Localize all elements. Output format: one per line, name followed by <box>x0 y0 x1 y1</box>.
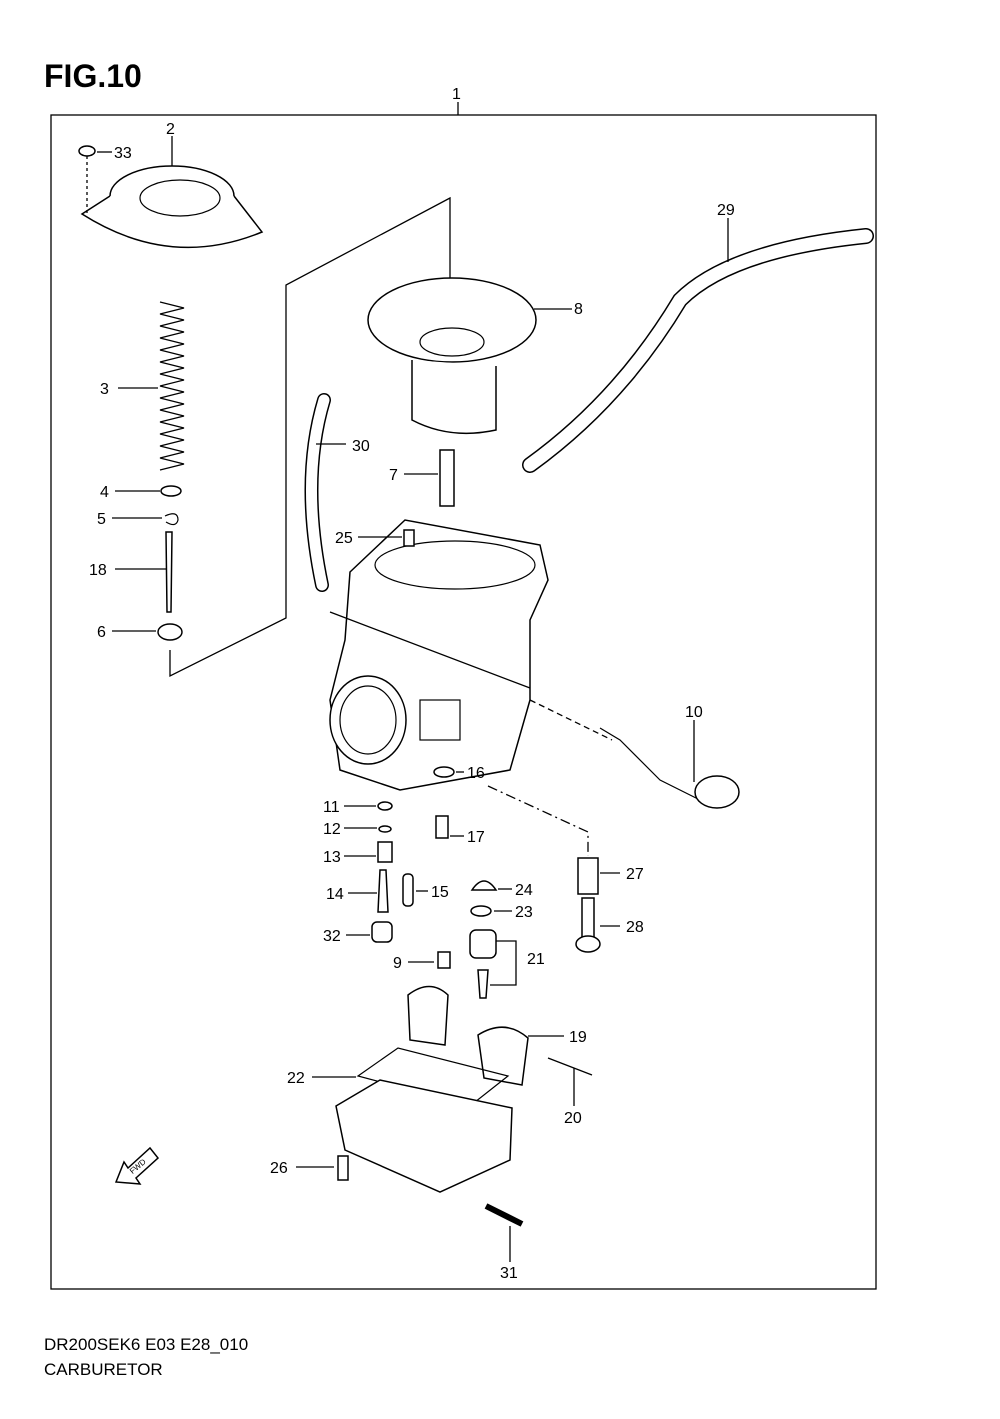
part-screw-25 <box>403 529 415 547</box>
callout-21: 21 <box>527 951 545 968</box>
model-code: DR200SEK6 E03 E28_010 <box>44 1335 249 1354</box>
part-diaphragm-8 <box>367 277 537 435</box>
callout-20: 20 <box>564 1110 582 1127</box>
assembly-frame <box>50 114 877 1290</box>
part-jet-15 <box>402 873 414 907</box>
callout-33: 33 <box>114 145 132 162</box>
part-screw-26 <box>337 1155 349 1181</box>
callout-5: 5 <box>97 511 106 528</box>
callout-7: 7 <box>389 467 398 484</box>
callout-27: 27 <box>626 866 644 883</box>
callout-2: 2 <box>166 121 175 138</box>
callout-15: 15 <box>431 884 449 901</box>
callout-17: 17 <box>467 829 485 846</box>
callout-14: 14 <box>326 886 344 903</box>
part-spring-3 <box>159 301 185 471</box>
part-washer-11 <box>377 801 393 811</box>
part-screw-7 <box>439 449 455 507</box>
callout-12: 12 <box>323 821 341 838</box>
part-float-bowl <box>335 1079 513 1193</box>
part-needle-18 <box>165 531 173 613</box>
callout-30: 30 <box>352 438 370 455</box>
callout-23: 23 <box>515 904 533 921</box>
figure-title: FIG.10 <box>44 58 142 94</box>
callout-22: 22 <box>287 1070 305 1087</box>
callout-6: 6 <box>97 624 106 641</box>
callout-18: 18 <box>89 562 107 579</box>
callout-28: 28 <box>626 919 644 936</box>
callout-16: 16 <box>467 765 485 782</box>
callout-19: 19 <box>569 1029 587 1046</box>
callout-3: 3 <box>100 381 109 398</box>
callout-13: 13 <box>323 849 341 866</box>
callout-8: 8 <box>574 301 583 318</box>
callout-9: 9 <box>393 955 402 972</box>
part-screw-9 <box>437 951 451 969</box>
section-name: CARBURETOR <box>44 1360 163 1379</box>
part-ring-23 <box>470 905 492 917</box>
part-holder-6 <box>157 623 183 641</box>
part-washer-16 <box>433 766 455 778</box>
part-screw-28 <box>575 897 601 953</box>
part-spring-27 <box>577 857 599 895</box>
callout-4: 4 <box>100 484 109 501</box>
callout-labels: 1 2 33 3 4 5 18 6 8 29 30 7 25 10 11 12 … <box>89 86 735 1282</box>
callout-11: 11 <box>323 799 340 816</box>
part-valve-21 <box>469 929 497 999</box>
callout-24: 24 <box>515 882 533 899</box>
part-washer-12 <box>378 825 392 833</box>
callout-31: 31 <box>500 1265 518 1282</box>
fwd-arrow-icon: FWD <box>114 1146 160 1185</box>
part-washer-4 <box>160 485 182 497</box>
part-pin-20 <box>547 1057 593 1076</box>
callout-26: 26 <box>270 1160 288 1177</box>
callout-10: 10 <box>685 704 703 721</box>
part-float-19 <box>407 985 529 1086</box>
part-clip-5 <box>164 513 179 526</box>
assembly-bracket <box>169 196 451 678</box>
part-screw-33 <box>78 145 96 214</box>
callout-1: 1 <box>452 86 461 103</box>
part-cap-24 <box>470 880 498 891</box>
part-screw-31 <box>484 1203 524 1227</box>
callout-29: 29 <box>717 202 735 219</box>
part-carburetor-body <box>329 519 549 791</box>
part-choke-10 <box>529 699 740 809</box>
callout-32: 32 <box>323 928 341 945</box>
part-jet-32 <box>371 921 393 943</box>
part-spring-13 <box>377 841 393 863</box>
part-screw-14 <box>377 869 389 913</box>
callout-25: 25 <box>335 530 353 547</box>
part-cap <box>80 165 264 249</box>
part-screw-17 <box>435 815 449 839</box>
